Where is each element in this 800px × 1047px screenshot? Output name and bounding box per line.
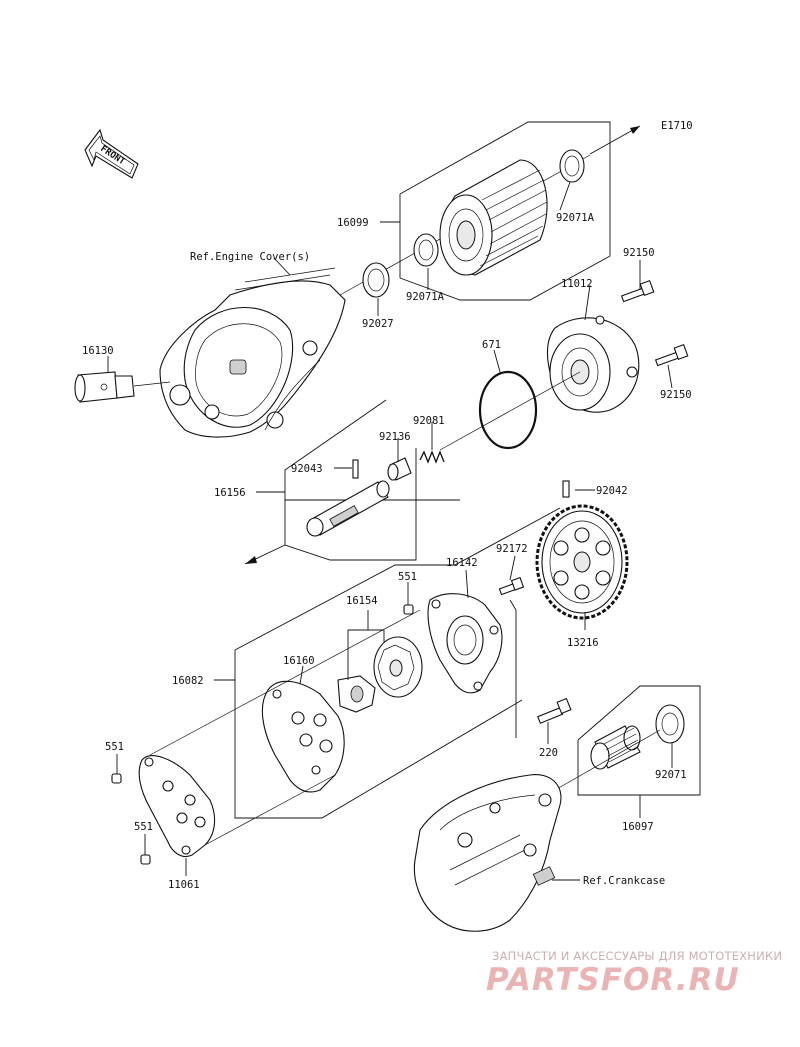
label-11012: 11012 <box>561 278 593 290</box>
label-551-left: 551 <box>105 741 124 753</box>
label-220: 220 <box>539 747 558 759</box>
pump-group-frame <box>234 507 561 819</box>
watermark-tagline: ЗАПЧАСТИ И АКСЕССУАРЫ ДЛЯ МОТОТЕХНИКИ <box>492 949 783 963</box>
pump-axis-lower <box>204 774 336 846</box>
label-92136: 92136 <box>379 431 411 443</box>
oil-filter-element <box>439 159 548 276</box>
label-16160: 16160 <box>283 655 315 667</box>
engine-cover <box>159 267 346 438</box>
front-arrow-icon: FRONT <box>84 128 139 179</box>
seal-92027 <box>362 262 390 298</box>
spring-92081 <box>419 450 445 464</box>
diagram-code: E1710 <box>661 120 693 132</box>
ref-crankcase-label: Ref.Crankcase <box>583 875 665 887</box>
strainer-axis-line <box>554 729 661 791</box>
label-92172: 92172 <box>496 543 528 555</box>
label-11061: 11061 <box>168 879 200 891</box>
label-92150-lower: 92150 <box>660 389 692 401</box>
seal-92071 <box>655 704 685 744</box>
label-92150-top: 92150 <box>623 247 655 259</box>
pump-axis-upper <box>149 609 421 756</box>
label-16082: 16082 <box>172 675 204 687</box>
crankcase <box>413 774 562 932</box>
o-ring-671 <box>478 370 538 450</box>
cover-axis-line <box>439 371 581 451</box>
label-16099: 16099 <box>337 217 369 229</box>
pump-body-16142 <box>427 593 503 694</box>
label-16097: 16097 <box>622 821 654 833</box>
label-92042: 92042 <box>596 485 628 497</box>
label-551-top: 551 <box>398 571 417 583</box>
label-551-bottom: 551 <box>134 821 153 833</box>
label-16142: 16142 <box>446 557 478 569</box>
dowel-551-left <box>111 773 122 784</box>
label-92071: 92071 <box>655 769 687 781</box>
seal-92071a-lower <box>413 233 439 267</box>
watermark-logo: PARTSFOR.RU <box>486 962 740 998</box>
gear-13216 <box>535 504 629 620</box>
label-92071a-top: 92071A <box>556 212 595 224</box>
pump-shaft <box>306 480 390 537</box>
oil-strainer <box>590 725 641 770</box>
bolt-220 <box>537 697 572 724</box>
pump-cover-11012 <box>546 315 640 413</box>
bolt-92150-top <box>620 279 655 303</box>
dowel-551-bottom <box>140 854 151 865</box>
plate-16160 <box>261 680 345 793</box>
label-16130: 16130 <box>82 345 114 357</box>
label-92027: 92027 <box>362 318 394 330</box>
plug-16130 <box>74 371 171 403</box>
ref-engine-cover-label: Ref.Engine Cover(s) <box>190 251 310 263</box>
label-16156: 16156 <box>214 487 246 499</box>
dowel-551-top <box>403 604 414 615</box>
gasket-11061 <box>138 755 216 858</box>
seal-92071a-top <box>559 149 585 183</box>
collar-92136 <box>387 457 412 481</box>
rotors-16154 <box>337 636 423 713</box>
leader-lines <box>107 181 673 881</box>
label-13216: 13216 <box>567 637 599 649</box>
label-92071a-lower: 92071A <box>406 291 445 303</box>
label-16154: 16154 <box>346 595 378 607</box>
pin-92042 <box>562 480 570 498</box>
label-671: 671 <box>482 339 501 351</box>
bolt-92172 <box>498 576 525 596</box>
pin-92043 <box>352 459 359 479</box>
label-92043: 92043 <box>291 463 323 475</box>
bolt-92150-lower <box>654 343 689 367</box>
label-92081: 92081 <box>413 415 445 427</box>
strainer-group-frame <box>577 685 701 796</box>
filter-group-frame <box>399 121 641 301</box>
